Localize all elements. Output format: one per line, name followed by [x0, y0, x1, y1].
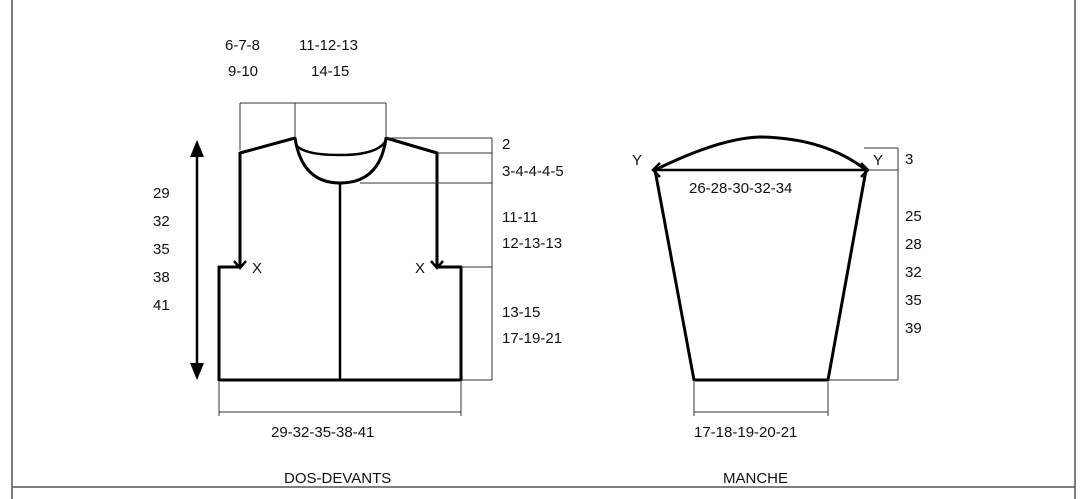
- sleeve-cap: 3: [905, 151, 913, 168]
- dos-devants-title: DOS-DEVANTS: [284, 470, 391, 487]
- manche-piece: Y Y 26-28-30-32-34 3 25 28 32 35 39 17-1…: [632, 135, 922, 487]
- armhole-line1: 11-11: [502, 209, 538, 226]
- dos-devants-piece: X X 6-7-8 9-10 11-12-13 14-15 29 32 35 3…: [153, 37, 564, 487]
- height-3: 35: [153, 241, 170, 258]
- neck-width-line1: 11-12-13: [299, 37, 358, 54]
- height-4: 38: [153, 269, 170, 286]
- sleeve-length-5: 39: [905, 320, 922, 337]
- body-outline: [217, 136, 463, 382]
- manche-title: MANCHE: [723, 470, 788, 487]
- neck-side-line1: 6-7-8: [225, 37, 260, 54]
- marker-x-right: X: [415, 260, 425, 277]
- sleeve-length-1: 25: [905, 208, 922, 225]
- sleeve-top-width: 26-28-30-32-34: [689, 180, 792, 197]
- sleeve-length-2: 28: [905, 236, 922, 253]
- sleeve-length-4: 35: [905, 292, 922, 309]
- height-2: 32: [153, 213, 170, 230]
- marker-y-right: Y: [873, 152, 883, 169]
- back-neck-curve: [295, 141, 387, 157]
- body-line1: 13-15: [502, 304, 540, 321]
- sleeve-bottom-width: 17-18-19-20-21: [694, 424, 797, 441]
- sleeve-outline: [653, 135, 868, 382]
- height-arrow-bottom: [190, 363, 204, 380]
- armhole-line2: 12-13-13: [502, 235, 562, 252]
- frame-border: [11, 0, 1076, 499]
- neck-depth: 3-4-4-4-5: [502, 163, 564, 180]
- y-marker-left: [651, 162, 661, 178]
- marker-y-left: Y: [632, 152, 642, 169]
- marker-x-left: X: [252, 260, 262, 277]
- sleeve-length-3: 32: [905, 264, 922, 281]
- neck-width-line2: 14-15: [311, 63, 349, 80]
- height-5: 41: [153, 297, 170, 314]
- height-arrow-top: [190, 140, 204, 157]
- x-marker-left: [233, 260, 247, 270]
- shoulder-drop: 2: [502, 136, 510, 153]
- height-1: 29: [153, 185, 170, 202]
- x-marker-right: [430, 260, 444, 270]
- width-label: 29-32-35-38-41: [271, 424, 374, 441]
- body-line2: 17-19-21: [502, 330, 562, 347]
- neck-side-line2: 9-10: [228, 63, 258, 80]
